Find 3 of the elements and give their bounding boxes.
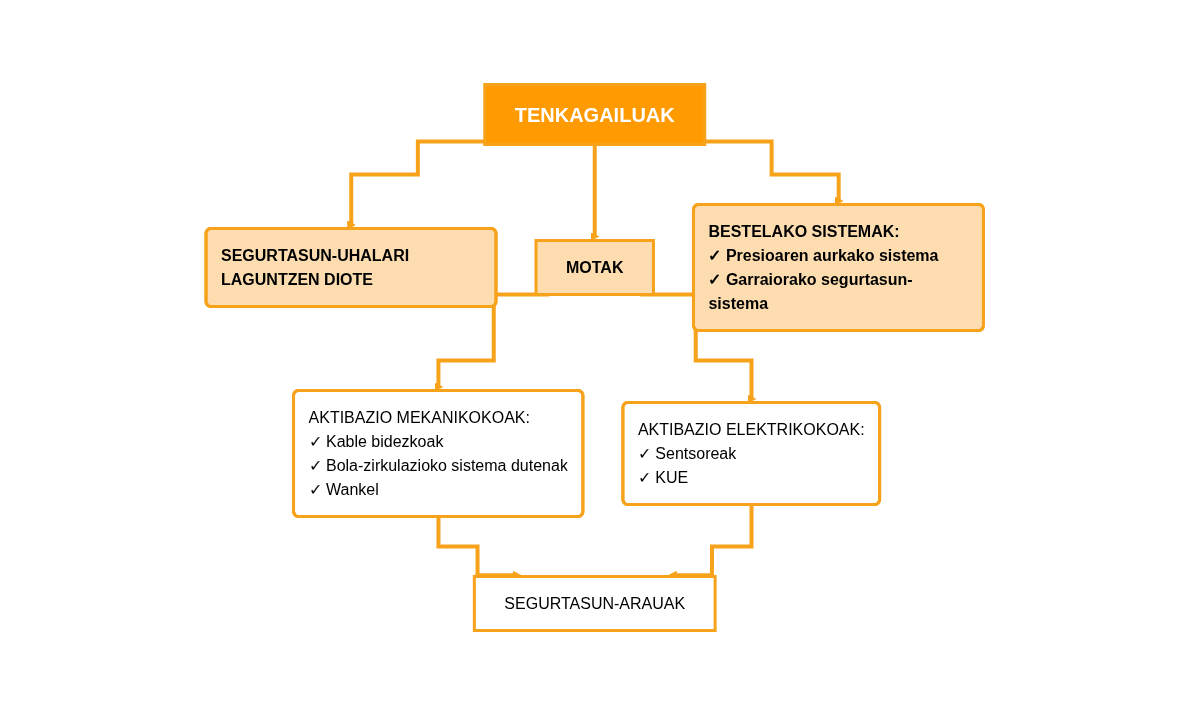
node-box: SEGURTASUN-ARAUAK: [472, 575, 717, 632]
node-box: TENKAGAILUAK: [483, 83, 706, 146]
node-box: MOTAK: [534, 239, 655, 296]
